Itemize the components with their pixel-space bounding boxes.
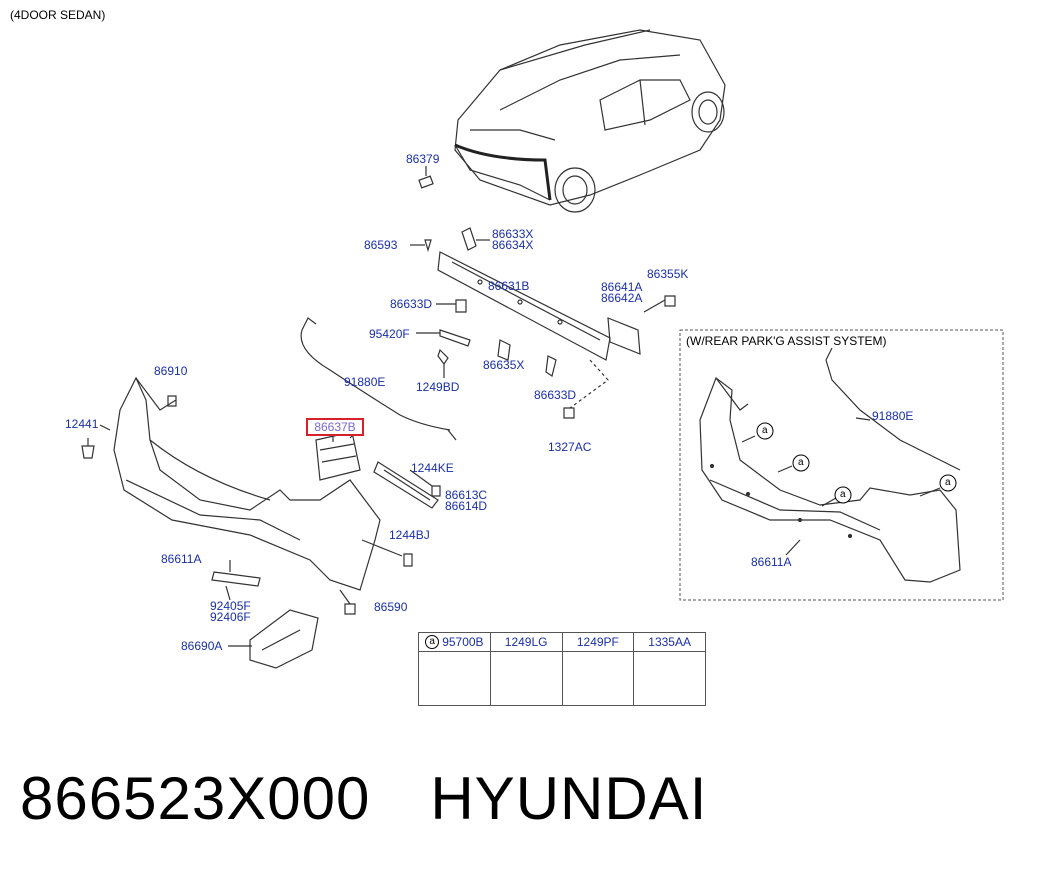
label-95420F[interactable]: 95420F (369, 327, 410, 341)
diagram-header: (4DOOR SEDAN) (10, 8, 106, 22)
label-86910[interactable]: 86910 (154, 364, 188, 378)
inset-bumper (699, 347, 961, 583)
legend-label-95700B[interactable]: 95700B (442, 635, 484, 649)
legend-cell-1335AA: 1335AA (634, 633, 705, 705)
label-86635X[interactable]: 86635X (483, 358, 525, 372)
label-91880E[interactable]: 91880E (344, 375, 386, 389)
label-86590[interactable]: 86590 (374, 600, 408, 614)
label-86633D-upper[interactable]: 86633D (390, 297, 433, 311)
label-92405F-92406F: 92405F 92406F (210, 599, 251, 624)
label-86633D-lower[interactable]: 86633D (534, 388, 577, 402)
label-92406F[interactable]: 92406F (210, 610, 251, 624)
callout-a-4: a (945, 477, 951, 488)
car-outline (454, 29, 726, 213)
label-1327AC[interactable]: 1327AC (548, 440, 592, 454)
part-number: 866523X000 (20, 765, 371, 832)
label-86642A[interactable]: 86642A (601, 291, 643, 305)
inset-label-91880E[interactable]: 91880E (872, 409, 914, 423)
label-1244KE[interactable]: 1244KE (411, 461, 454, 475)
label-12441[interactable]: 12441 (65, 417, 99, 431)
label-86614D[interactable]: 86614D (445, 499, 488, 513)
screw-icon (491, 652, 562, 705)
label-86611A[interactable]: 86611A (161, 552, 202, 566)
label-86593[interactable]: 86593 (364, 238, 398, 252)
legend-label-1249LG[interactable]: 1249LG (490, 633, 562, 652)
legend-label-1249PF[interactable]: 1249PF (562, 633, 634, 652)
label-86637B-highlighted[interactable]: 86637B (306, 418, 364, 436)
inset-label-86611A[interactable]: 86611A (751, 555, 792, 569)
legend-marker-a: a (425, 635, 440, 649)
label-86631B[interactable]: 86631B (488, 279, 530, 293)
label-86355K[interactable]: 86355K (647, 267, 689, 281)
label-86690A[interactable]: 86690A (181, 639, 223, 653)
callout-a-2: a (798, 457, 804, 468)
brand-name: HYUNDAI (430, 765, 708, 832)
label-86634X[interactable]: 86634X (492, 238, 534, 252)
callout-a-1: a (762, 425, 768, 436)
label-86641A-86642A: 86641A 86642A (601, 280, 643, 305)
beam-assembly (437, 251, 611, 361)
inset-frame (679, 329, 1004, 601)
label-86613C[interactable]: 86613C (445, 488, 488, 502)
callout-a-3: a (840, 489, 846, 500)
bracket-86637B (315, 431, 361, 481)
label-86633X-86634X: 86633X 86634X (492, 227, 534, 252)
legend-cell-1249PF: 1249PF (562, 633, 635, 705)
label-1244BJ[interactable]: 1244BJ (389, 528, 430, 542)
label-86633X[interactable]: 86633X (492, 227, 534, 241)
legend-cell-95700B: a 95700B (419, 633, 491, 705)
label-92405F[interactable]: 92405F (210, 599, 251, 613)
label-86641A[interactable]: 86641A (601, 280, 643, 294)
label-1249BD[interactable]: 1249BD (416, 380, 460, 394)
legend-table: a 95700B 1249LG 1249PF 1335AA (418, 632, 706, 706)
part-caption: 866523X000 HYUNDAI (20, 764, 767, 833)
rear-bumper (113, 376, 381, 591)
legend-label-1335AA[interactable]: 1335AA (634, 633, 705, 652)
screw-icon (563, 652, 634, 705)
inset-title: (W/REAR PARK'G ASSIST SYSTEM) (686, 334, 887, 348)
label-86379[interactable]: 86379 (406, 152, 440, 166)
legend-cell-1249LG: 1249LG (490, 633, 563, 705)
nut-icon (634, 652, 705, 705)
clip-icon (419, 652, 490, 705)
label-86613C-86614D: 86613C 86614D (445, 488, 488, 513)
